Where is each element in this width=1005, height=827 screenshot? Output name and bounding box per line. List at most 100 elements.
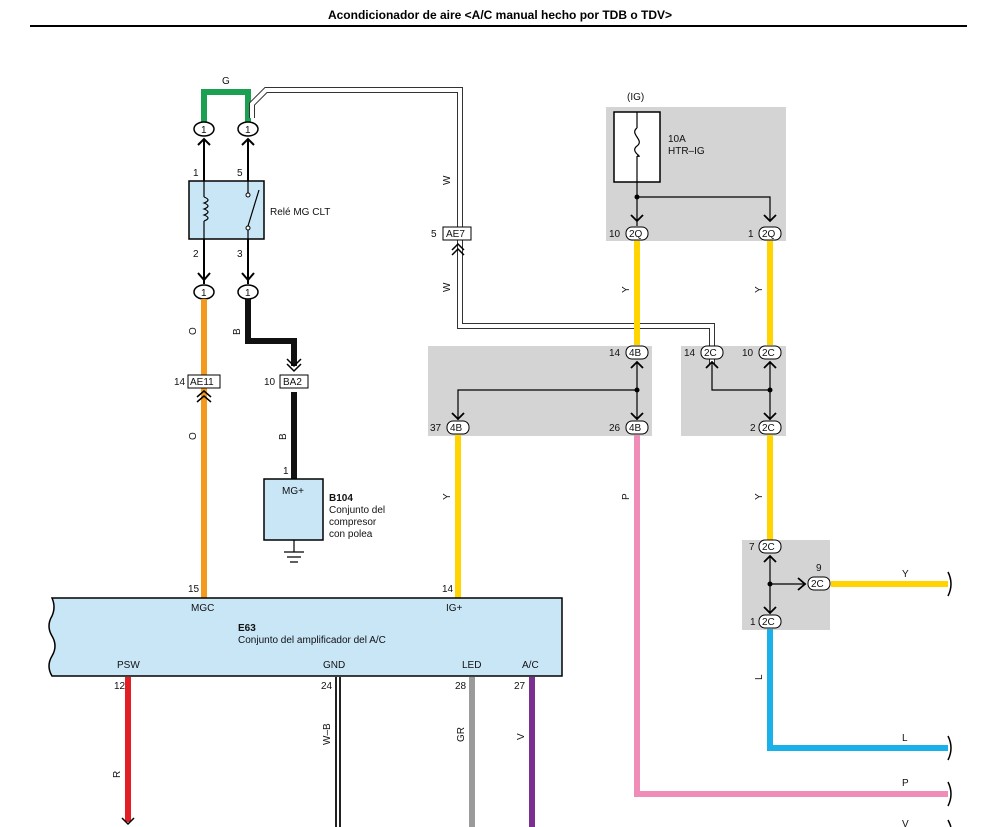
connector-bot-right-label: 1 bbox=[245, 288, 251, 299]
connector-4b-right-pin: 26 bbox=[609, 423, 621, 434]
compressor-desc-2: compresor bbox=[329, 517, 377, 528]
connector-ae7-label: AE7 bbox=[446, 229, 465, 240]
connector-4b-right bbox=[625, 420, 649, 435]
arrow-down-icon bbox=[241, 272, 255, 282]
arrow-down-icon bbox=[197, 272, 211, 282]
connector-2c-bottom-pin: 2 bbox=[750, 423, 756, 434]
amp-desc: Conjunto del amplificador del A/C bbox=[238, 635, 386, 646]
wire-black bbox=[245, 299, 297, 366]
connector-2c-7-label: 2C bbox=[762, 542, 775, 553]
wire-break-icon bbox=[947, 571, 952, 597]
fuse-icon bbox=[634, 127, 640, 157]
wire-label-y2: Y bbox=[754, 286, 765, 293]
connector-ba2-label: BA2 bbox=[283, 377, 302, 388]
connector-2c-9-pin: 9 bbox=[816, 563, 822, 574]
wire-label-o1: O bbox=[188, 327, 199, 335]
connector-ba2 bbox=[279, 374, 309, 389]
amp-label-ac: A/C bbox=[522, 660, 539, 671]
connector-4b-right-label: 4B bbox=[629, 423, 642, 434]
wire-label-y3: Y bbox=[442, 493, 453, 500]
amp-id: E63 bbox=[238, 623, 256, 634]
connector-4b-top-label: 4B bbox=[629, 348, 642, 359]
connector-2c-tr-pin: 10 bbox=[742, 348, 754, 359]
connector-top-left-label: 1 bbox=[201, 125, 207, 136]
connector-2q-right-label: 2Q bbox=[762, 229, 776, 240]
relay-pin-5: 5 bbox=[237, 168, 243, 179]
wire-break-icon bbox=[947, 781, 952, 807]
arrow-right-icon bbox=[797, 577, 807, 591]
arrow-down-icon bbox=[286, 358, 302, 373]
amp-label-psw: PSW bbox=[117, 660, 140, 671]
relay-pin-1: 1 bbox=[193, 168, 199, 179]
wire-label-p1: P bbox=[621, 493, 632, 500]
connector-top-right-label: 1 bbox=[245, 125, 251, 136]
chevron-icon bbox=[451, 242, 465, 256]
arrow-down-icon bbox=[121, 817, 135, 826]
compressor-desc-1: Conjunto del bbox=[329, 505, 385, 516]
wire-label-g: G bbox=[222, 76, 230, 87]
wire-label-b2: B bbox=[278, 433, 289, 440]
connector-ba2-pin: 10 bbox=[264, 377, 276, 388]
connector-2c-1-label: 2C bbox=[762, 617, 775, 628]
connector-2c-7-pin: 7 bbox=[749, 542, 755, 553]
connector-ae11-pin: 14 bbox=[174, 377, 186, 388]
diagram-title: Acondicionador de aire <A/C manual hecho… bbox=[327, 8, 673, 22]
arrow-down-icon bbox=[630, 214, 644, 223]
relay-pin-3: 3 bbox=[237, 249, 243, 260]
compressor-desc-3: con polea bbox=[329, 529, 373, 540]
relay-name: Relé MG CLT bbox=[270, 207, 330, 218]
amp-label-ig: IG+ bbox=[446, 603, 463, 614]
amp-label-gnd: GND bbox=[323, 660, 345, 671]
wire-label-w2: W bbox=[442, 282, 453, 292]
connector-2c-bottom-label: 2C bbox=[762, 423, 775, 434]
wire-label-b1: B bbox=[232, 328, 243, 335]
amp-label-led: LED bbox=[462, 660, 481, 671]
compressor-terminal: MG+ bbox=[282, 486, 304, 497]
wire-blue bbox=[767, 629, 948, 751]
connector-2q-right-pin: 1 bbox=[748, 229, 754, 240]
fuse-amp: 10A bbox=[668, 134, 686, 145]
wire-label-o2: O bbox=[188, 432, 199, 440]
amp-pin-gnd: 24 bbox=[321, 681, 333, 692]
connector-ae7-pin: 5 bbox=[431, 229, 437, 240]
connector-4b-top-pin: 14 bbox=[609, 348, 621, 359]
wire-pink bbox=[634, 435, 948, 797]
arrow-down-icon bbox=[630, 412, 644, 421]
amp-pin-psw: 12 bbox=[114, 681, 126, 692]
title-rule bbox=[30, 25, 967, 27]
connector-4b-left bbox=[446, 420, 470, 435]
wire-label-v: V bbox=[516, 733, 527, 740]
connector-top-right bbox=[237, 121, 259, 137]
wire-label-y1: Y bbox=[621, 286, 632, 293]
wire-label-y4: Y bbox=[754, 493, 765, 500]
connector-2c-7 bbox=[758, 539, 782, 554]
connector-2c-tl-label: 2C bbox=[704, 348, 717, 359]
fuse-ig-label: (IG) bbox=[627, 92, 644, 103]
chevron-icon bbox=[196, 390, 212, 403]
connector-4b-top bbox=[625, 345, 649, 360]
connector-4b-left-label: 4B bbox=[450, 423, 463, 434]
amp-pin-mgc: 15 bbox=[188, 584, 200, 595]
connector-2c-tl-pin: 14 bbox=[684, 348, 696, 359]
wire-break-icon bbox=[947, 819, 952, 827]
compressor-id: B104 bbox=[329, 493, 353, 504]
connector-2c-9-label: 2C bbox=[811, 579, 824, 590]
wire-label-v2: V bbox=[902, 819, 909, 827]
amp-pin-led: 28 bbox=[455, 681, 467, 692]
wire-break-icon bbox=[947, 735, 952, 761]
amp-pin-ig: 14 bbox=[442, 584, 454, 595]
connector-ae11-label: AE11 bbox=[190, 377, 214, 388]
connector-ae7 bbox=[442, 226, 472, 241]
connector-4b-left-pin: 37 bbox=[430, 423, 442, 434]
wire-green bbox=[201, 89, 251, 122]
connector-2c-1 bbox=[758, 614, 782, 629]
connector-2c-9 bbox=[807, 576, 831, 591]
relay-box bbox=[188, 180, 265, 240]
connector-2c-tr-label: 2C bbox=[762, 348, 775, 359]
compressor-box bbox=[263, 478, 324, 541]
wire-label-y5: Y bbox=[902, 569, 909, 580]
wire-label-gr: GR bbox=[456, 727, 467, 742]
relay-coil-icon bbox=[202, 196, 209, 222]
arrow-down-icon bbox=[763, 606, 777, 615]
wire-label-l1: L bbox=[754, 674, 765, 680]
